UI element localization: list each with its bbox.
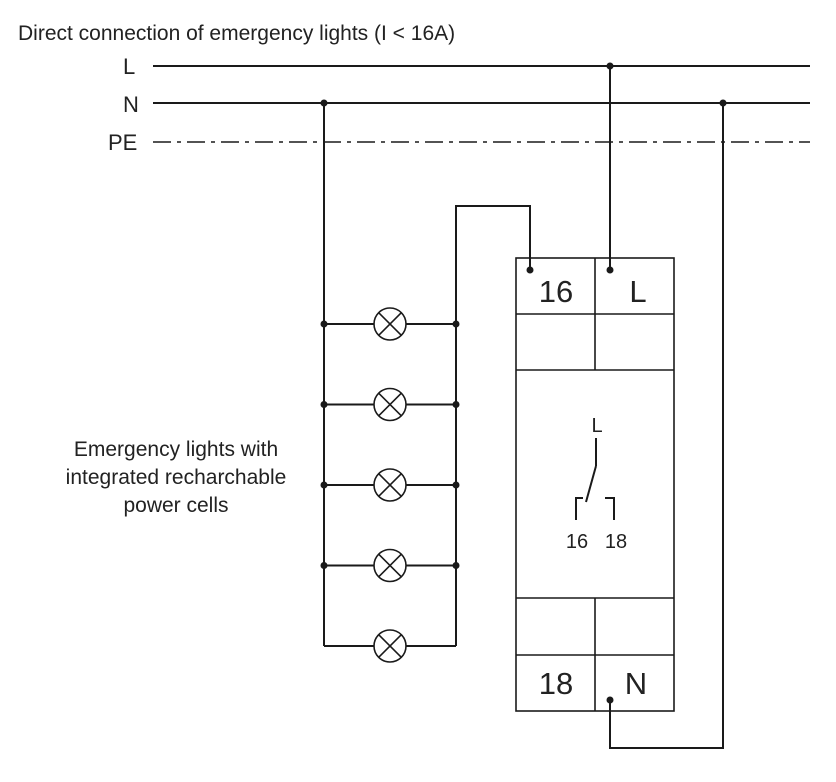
lamp-icon [373,387,407,422]
lights-caption-line2: integrated recharchable [66,466,287,489]
bus-label-l: L [123,54,135,79]
terminal-l-label: L [629,274,646,309]
lights-caption-line3: power cells [123,494,228,517]
terminal-n-label: N [625,666,647,701]
junction-node [320,99,328,107]
lights-caption-line1: Emergency lights with [74,438,278,461]
emergency-light-row [320,307,460,341]
terminal-l-node [606,266,614,274]
junction-node [320,481,328,489]
neutral-return-wire [609,103,724,749]
terminal-16-node [526,266,534,274]
lamp-icon [373,548,407,583]
junction-node [452,481,460,489]
junction-node [320,401,328,408]
junction-node [320,320,328,328]
junction-node [452,320,460,328]
diagram-title: Direct connection of emergency lights (I… [18,22,455,45]
contact-18-label: 18 [605,531,627,553]
junction-node [452,562,460,569]
junction-node [452,401,460,408]
switched-feed-wire [455,205,531,646]
emergency-light-row [324,629,456,663]
relay-module: 16 L 18 N L 16 18 [515,257,675,712]
emergency-light-row [320,548,460,583]
bus-label-n: N [123,92,139,117]
terminal-n-node [606,696,614,704]
emergency-light-row [320,387,460,422]
lamp-bank [320,307,460,663]
junction-node [606,62,614,70]
lamp-icon [373,468,407,502]
terminal-18-label: 18 [539,666,573,701]
lamp-icon [373,629,407,663]
emergency-light-row [320,468,460,502]
lamp-icon [373,307,407,341]
junction-node [719,99,727,107]
changeover-contact-symbol [575,438,615,520]
terminal-16-label: 16 [539,274,573,309]
contact-16-label: 16 [566,531,588,553]
bus-label-pe: PE [108,130,137,155]
junction-node [320,562,328,569]
contact-common-label: L [591,415,602,437]
